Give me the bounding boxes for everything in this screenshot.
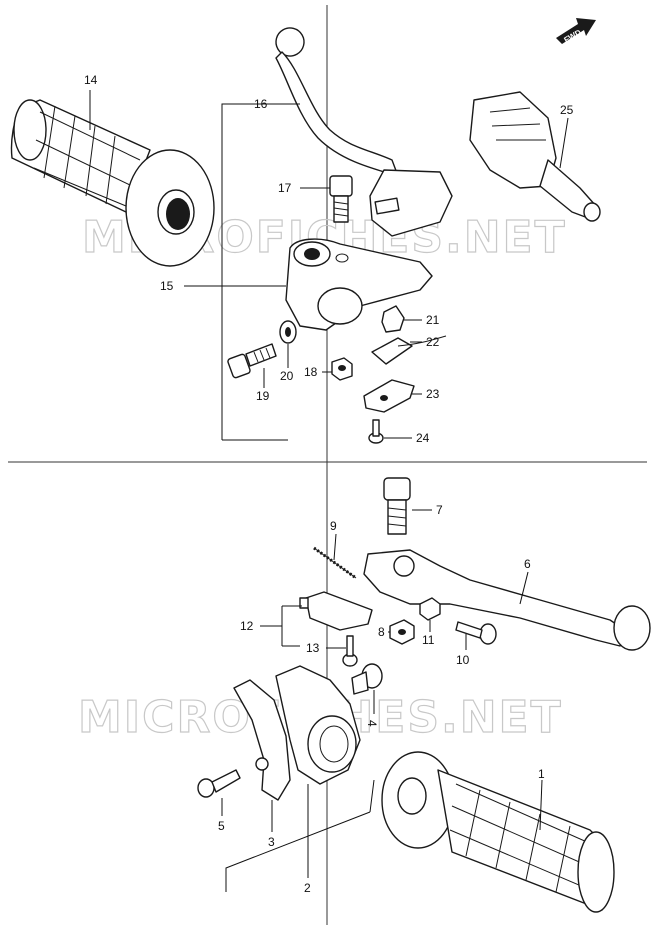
part-13-screw <box>342 635 358 667</box>
part-16-clutch-lever <box>275 27 453 237</box>
label-8: 8 <box>378 625 385 639</box>
part-18-nut <box>331 357 353 381</box>
label-3: 3 <box>268 835 275 849</box>
label-5: 5 <box>218 819 225 833</box>
label-12: 12 <box>240 619 254 633</box>
part-2-lever-holder <box>275 665 361 785</box>
label-25: 25 <box>560 103 574 117</box>
label-1: 1 <box>538 767 545 781</box>
part-21-clip <box>381 305 405 333</box>
label-18: 18 <box>304 365 318 379</box>
part-10-screw <box>455 621 497 645</box>
label-13: 13 <box>306 641 320 655</box>
label-6: 6 <box>524 557 531 571</box>
part-6-brake-lever <box>363 549 651 651</box>
label-10: 10 <box>456 653 470 667</box>
label-21: 21 <box>426 313 440 327</box>
label-16: 16 <box>254 97 268 111</box>
label-9: 9 <box>330 519 337 533</box>
label-7: 7 <box>436 503 443 517</box>
part-19-bolt <box>227 343 277 379</box>
label-11: 11 <box>422 633 435 647</box>
label-17: 17 <box>278 181 292 195</box>
part-25-throttle-cover <box>469 91 601 222</box>
label-2: 2 <box>304 881 311 895</box>
part-11-nut <box>419 597 441 621</box>
label-19: 19 <box>256 389 270 403</box>
label-22: 22 <box>426 335 440 349</box>
part-12-switch <box>299 591 373 631</box>
part-22-switch <box>371 335 447 365</box>
part-7-bolt <box>383 477 411 535</box>
part-1-right-grip <box>381 751 615 913</box>
part-8-nut <box>389 619 415 645</box>
label-14: 14 <box>84 73 98 87</box>
part-3-clamp <box>233 679 291 801</box>
part-23-bracket <box>363 379 415 413</box>
label-4: 4 <box>365 720 379 727</box>
part-5-screw <box>197 769 241 798</box>
bracket-2 <box>225 811 371 892</box>
fwd-arrow-icon: FWD <box>556 18 596 45</box>
label-24: 24 <box>416 431 430 445</box>
part-15-lever-holder <box>285 238 433 331</box>
label-15: 15 <box>160 279 174 293</box>
part-9-spring <box>313 546 357 580</box>
bracket-2-right <box>369 779 375 813</box>
bracket-16 <box>221 103 300 440</box>
part-20-washer <box>279 320 297 344</box>
label-20: 20 <box>280 369 294 383</box>
label-23: 23 <box>426 387 440 401</box>
part-24-screw <box>368 419 384 444</box>
part-14-left-grip <box>10 99 215 267</box>
part-4-bolt <box>351 663 383 695</box>
part-17-bolt <box>329 175 353 223</box>
